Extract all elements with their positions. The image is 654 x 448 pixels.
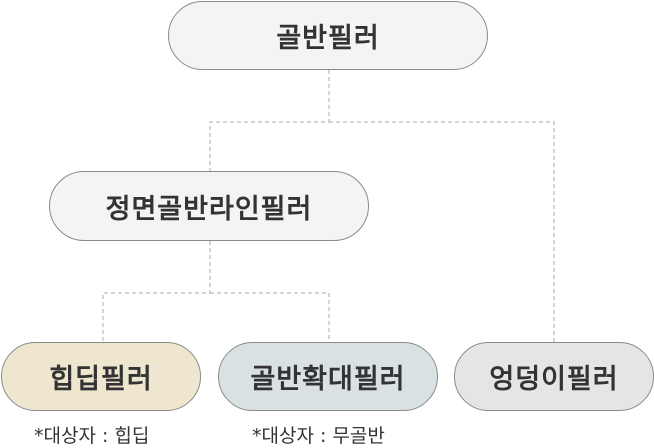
node-buttock-filler: 엉덩이필러 [454,342,654,411]
node-hip-dip-filler: 힙딥필러 [1,342,201,411]
node-pelvis-enlarge-filler: 골반확대필러 [218,342,438,411]
note-hip-dip-target: *대상자 : 힙딥 [34,425,150,447]
note-pelvis-enlarge-target: *대상자 : 무골반 [252,425,385,447]
connector-frontal-to-children [102,241,330,342]
connector-root-to-children [209,70,555,342]
node-buttock-filler-label: 엉덩이필러 [489,364,619,395]
node-pelvis-filler-label: 골반필러 [276,23,380,54]
node-hip-dip-filler-label: 힙딥필러 [49,364,153,395]
node-pelvis-enlarge-filler-label: 골반확대필러 [250,364,406,395]
node-frontal-pelvis-line-filler-label: 정면골반라인필러 [105,193,313,225]
node-frontal-pelvis-line-filler: 정면골반라인필러 [49,171,369,241]
node-pelvis-filler: 골반필러 [168,1,488,70]
